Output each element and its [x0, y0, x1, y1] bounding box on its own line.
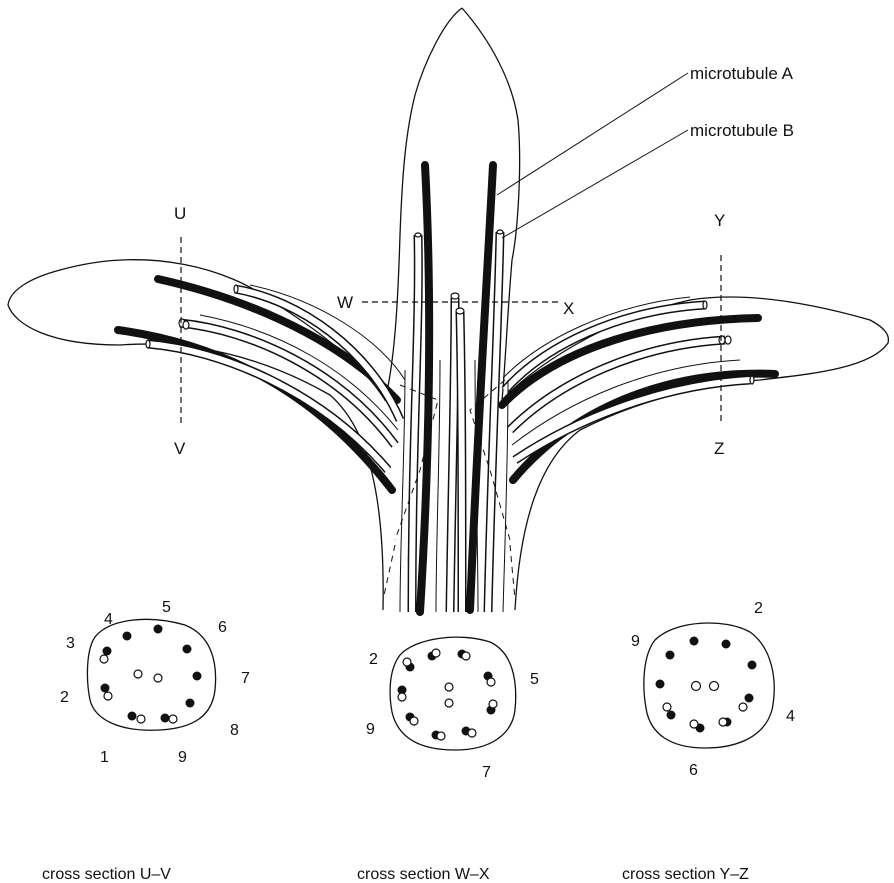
wx-number-2: 2 — [369, 651, 378, 668]
label-x: X — [563, 299, 574, 318]
yz-number-4: 4 — [786, 708, 795, 725]
yz-number-9: 9 — [631, 633, 640, 650]
uv-number-3: 3 — [66, 635, 75, 652]
label-z: Z — [714, 439, 724, 458]
cross-section-wx: 2 5 9 7 — [366, 637, 539, 781]
yz-number-6: 6 — [689, 762, 698, 779]
label-w: W — [337, 293, 353, 312]
label-microtubule-b: microtubule B — [690, 121, 794, 140]
right-branch-filaments — [502, 297, 775, 480]
left-branch-filaments — [118, 279, 405, 490]
uv-number-9: 9 — [178, 749, 187, 766]
central-filaments — [400, 165, 508, 612]
caption-wx: cross section W–X — [357, 866, 490, 883]
uv-number-5: 5 — [162, 599, 171, 616]
label-u: U — [174, 204, 186, 223]
uv-number-8: 8 — [230, 722, 239, 739]
uv-number-1: 1 — [100, 749, 109, 766]
uv-number-6: 6 — [218, 619, 227, 636]
caption-uv: cross section U–V — [42, 866, 171, 883]
label-v: V — [174, 439, 186, 458]
label-y: Y — [714, 211, 725, 230]
uv-number-4: 4 — [104, 611, 113, 628]
cross-section-uv: 4 5 6 3 7 2 8 1 9 — [60, 599, 250, 766]
uv-number-2: 2 — [60, 689, 69, 706]
wx-number-9: 9 — [366, 721, 375, 738]
caption-yz: cross section Y–Z — [622, 866, 749, 883]
yz-number-2: 2 — [754, 600, 763, 617]
cross-section-yz: 2 9 4 6 — [631, 600, 795, 779]
wx-number-7: 7 — [482, 764, 491, 781]
leader-lines — [497, 73, 688, 238]
uv-number-7: 7 — [241, 670, 250, 687]
wx-number-5: 5 — [530, 671, 539, 688]
label-microtubule-a: microtubule A — [690, 64, 794, 83]
